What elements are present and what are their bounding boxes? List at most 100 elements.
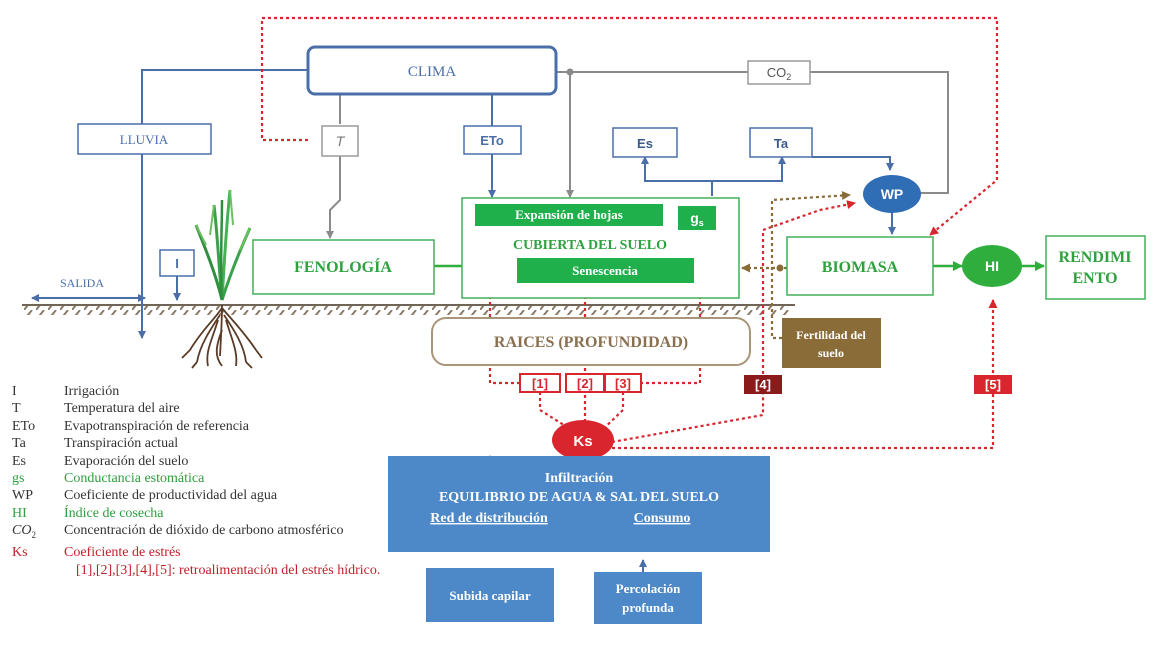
ta-box: Ta <box>749 127 813 158</box>
es-box: Es <box>612 127 678 158</box>
subida-capilar-box: Subida capilar <box>426 568 554 622</box>
svg-text:[2]: [2] <box>577 376 593 391</box>
svg-text:CO2: CO2 <box>767 65 792 82</box>
svg-text:Expansión de hojas: Expansión de hojas <box>515 207 623 222</box>
legend-abbr: WP <box>12 488 33 504</box>
svg-text:I: I <box>175 256 179 271</box>
svg-text:gs: gs <box>690 210 704 228</box>
legend-text: Concentración de dióxido de carbono atmo… <box>64 523 344 539</box>
svg-text:RENDIMI: RENDIMI <box>1059 249 1132 266</box>
plant-icon <box>194 189 252 301</box>
senescencia-box: Senescencia <box>517 258 694 283</box>
svg-text:BIOMASA: BIOMASA <box>822 259 899 276</box>
biomasa-box: BIOMASA <box>786 236 934 296</box>
legend-text: Transpiración actual <box>64 436 179 452</box>
raices-box: RAICES (PROFUNDIDAD) <box>431 317 751 366</box>
svg-text:HI: HI <box>985 258 999 274</box>
legend-abbr: Ta <box>12 436 26 452</box>
eto-box: ETo <box>463 125 522 155</box>
legend-text: Irrigación <box>64 384 120 399</box>
red-feedback-lines <box>260 16 999 450</box>
expansion-hojas-box: Expansión de hojas <box>475 204 663 226</box>
fertilidad-box: Fertilidad del suelo <box>782 318 881 368</box>
ground-line <box>22 304 795 315</box>
ks-node: Ks <box>552 420 614 460</box>
legend-abbr: Ks <box>12 545 28 561</box>
svg-text:Subida capilar: Subida capilar <box>449 588 531 603</box>
clima-box: CLIMA <box>306 45 558 96</box>
junction-dot <box>566 68 574 76</box>
svg-text:EQUILIBRIO DE AGUA & SAL DEL S: EQUILIBRIO DE AGUA & SAL DEL SUELO <box>439 490 719 505</box>
svg-text:T: T <box>336 133 346 149</box>
gs-box: gs <box>678 206 716 230</box>
svg-text:ENTO: ENTO <box>1072 270 1117 287</box>
legend-row: I Irrigación <box>12 383 442 400</box>
svg-text:CLIMA: CLIMA <box>408 64 457 80</box>
percolacion-box: Percolación profunda <box>594 572 702 624</box>
svg-text:Es: Es <box>637 136 653 151</box>
legend-row: ETo Evapotranspiración de referencia <box>12 418 442 435</box>
legend-row: Ta Transpiración actual <box>12 435 442 452</box>
legend-text: [1],[2],[3],[4],[5]: retroalimentación d… <box>76 562 381 578</box>
svg-text:profunda: profunda <box>622 600 674 615</box>
legend-abbr: ETo <box>12 418 36 434</box>
fenologia-box: FENOLOGÍA <box>252 239 435 295</box>
svg-text:WP: WP <box>881 186 904 202</box>
roots-icon <box>181 304 263 369</box>
soil-balance-box: Infiltración EQUILIBRIO DE AGUA & SAL DE… <box>388 456 770 552</box>
feedback-label-2: [2] <box>565 373 605 393</box>
feedback-label-4: [4] <box>744 375 782 394</box>
legend-text: Conductancia estomática <box>64 471 205 487</box>
feedback-label-1: [1] <box>519 373 561 393</box>
legend-abbr: CO2 <box>12 523 36 541</box>
feedback-label-5: [5] <box>974 375 1012 394</box>
fertility-junction <box>776 264 784 272</box>
svg-text:LLUVIA: LLUVIA <box>120 132 169 147</box>
legend-row: Ks Coeficiente de estrés <box>12 544 442 561</box>
svg-text:Consumo: Consumo <box>634 511 691 526</box>
svg-text:[5]: [5] <box>985 377 1001 392</box>
legend-text: Coeficiente de estrés <box>64 545 181 561</box>
svg-text:[3]: [3] <box>615 376 631 391</box>
legend-text: Evapotranspiración de referencia <box>64 418 250 434</box>
svg-text:Ks: Ks <box>573 433 592 450</box>
svg-text:ETo: ETo <box>480 133 504 148</box>
legend-row: Es Evaporación del suelo <box>12 453 442 470</box>
hi-node: HI <box>962 245 1022 287</box>
legend-row: CO2 Concentración de dióxido de carbono a… <box>12 522 442 544</box>
svg-text:Red de distribución: Red de distribución <box>430 511 548 526</box>
t-box: T <box>321 125 359 157</box>
legend-row: [1],[2],[3],[4],[5]: retroalimentación d… <box>12 562 442 579</box>
legend-row: gs Conductancia estomática <box>12 470 442 487</box>
svg-text:RAICES (PROFUNDIDAD): RAICES (PROFUNDIDAD) <box>494 334 688 351</box>
gray-connectors <box>326 71 949 239</box>
svg-text:[4]: [4] <box>755 377 771 392</box>
svg-text:Percolación: Percolación <box>616 581 682 596</box>
legend-row: T Temperatura del aire <box>12 400 442 417</box>
irrigation-box: I <box>159 249 195 277</box>
legend-text: Temperatura del aire <box>64 401 180 417</box>
legend-text: Índice de cosecha <box>64 505 164 521</box>
svg-text:Fertilidad del: Fertilidad del <box>796 328 866 342</box>
feedback-label-3: [3] <box>604 373 642 393</box>
co2-box: CO2 <box>747 60 811 85</box>
legend-abbr: HI <box>12 505 27 521</box>
legend-abbr: I <box>12 384 17 399</box>
svg-text:CUBIERTA DEL SUELO: CUBIERTA DEL SUELO <box>513 238 667 253</box>
svg-text:Senescencia: Senescencia <box>572 263 638 278</box>
legend-row: HI Índice de cosecha <box>12 505 442 522</box>
legend-row: WP Coeficiente de productividad del agua <box>12 487 442 504</box>
svg-text:FENOLOGÍA: FENOLOGÍA <box>294 257 392 276</box>
svg-text:suelo: suelo <box>818 346 844 360</box>
legend-abbr: Es <box>12 453 26 469</box>
svg-text:[1]: [1] <box>532 376 548 391</box>
lluvia-box: LLUVIA <box>77 123 212 155</box>
legend-abbr: gs <box>12 471 25 487</box>
legend-text: Evaporación del suelo <box>64 453 189 469</box>
legend-text: Coeficiente de productividad del agua <box>64 488 278 504</box>
rendimiento-box: RENDIMI ENTO <box>1045 235 1146 300</box>
svg-text:Ta: Ta <box>774 136 789 151</box>
legend-abbr: T <box>12 401 21 417</box>
